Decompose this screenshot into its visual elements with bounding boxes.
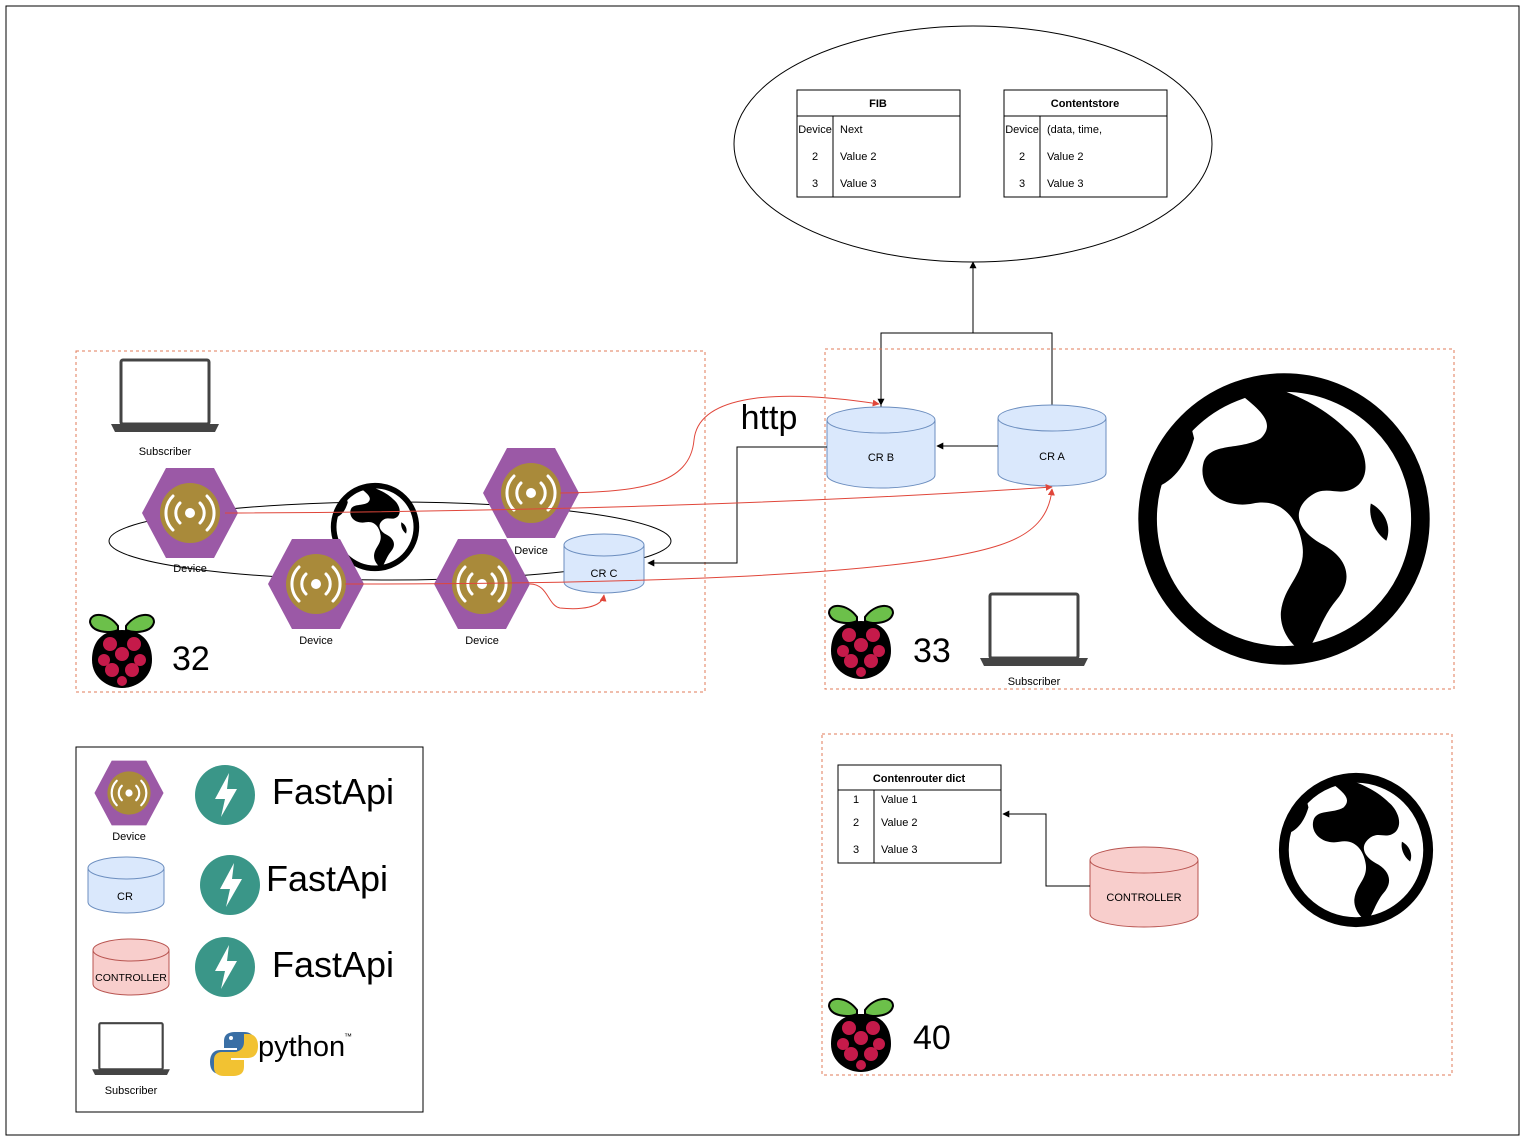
contentstore-title: Contentstore: [1051, 98, 1119, 110]
contentrouter-row-key: 1: [853, 794, 859, 806]
contentstore-row-key: Device: [1005, 124, 1039, 136]
crb-to-crc-arrow: [647, 446, 827, 567]
fib-row-value: Next: [840, 124, 863, 136]
subscriber-label: Subscriber: [139, 446, 192, 458]
laptop-icon: [91, 1022, 171, 1077]
node-32-number: 32: [172, 640, 210, 678]
contentstore-row-key: 3: [1019, 178, 1025, 190]
fastapi-icon: [200, 855, 260, 915]
device-to-cra-link-2: [344, 488, 1055, 585]
legend-fastapi-label: FastApi: [266, 858, 388, 899]
fib-title: FIB: [869, 98, 887, 110]
contentstore-table: Contentstore Device (data, time, 2 Value…: [1003, 89, 1168, 198]
controller-label: CONTROLLER: [1106, 892, 1181, 904]
node-32-region: [75, 350, 706, 693]
cr-b-label: CR B: [868, 452, 894, 464]
http-label: http: [741, 399, 798, 437]
legend-cr-label: CR: [117, 891, 133, 903]
cr-c-cylinder: [563, 533, 645, 594]
cr-a-cylinder: [997, 404, 1107, 487]
contentrouter-row-value: Value 1: [881, 794, 918, 806]
fastapi-icon: [195, 937, 255, 997]
cr-to-storage-connector: [880, 332, 1053, 407]
node-40-region: [821, 733, 1453, 1076]
cr-b-cylinder: [826, 406, 936, 489]
fib-row-key: Device: [798, 124, 832, 136]
legend-device-label: Device: [112, 831, 146, 843]
legend-controller-cylinder: [92, 938, 170, 996]
node-33-region: [824, 348, 1455, 690]
legend-controller-label: CONTROLLER: [95, 972, 167, 984]
outer-frame: [5, 5, 1520, 1136]
python-icon: [210, 1032, 258, 1076]
device-label: Device: [299, 635, 333, 647]
fib-table: FIB Device Next 2 Value 2 3 Value 3: [796, 89, 961, 198]
contentrouter-table: Contenrouter dict 1 Value 1 2 Value 2 3 …: [837, 764, 1002, 864]
legend-fastapi-label: FastApi: [272, 944, 394, 985]
controller-to-table-arrow: [1002, 810, 1090, 887]
device-to-cra-link: [224, 483, 1053, 514]
contentstore-row-value: Value 3: [1047, 178, 1084, 190]
laptop-icon: [978, 592, 1090, 668]
globe-icon: [1284, 778, 1428, 922]
node-40-number: 40: [913, 1019, 951, 1057]
device-to-crb-link: [559, 395, 880, 494]
contentrouter-row-key: 3: [853, 844, 859, 856]
globe-icon: [1148, 383, 1421, 656]
device-label: Device: [173, 563, 207, 575]
raspberry-pi-icon: [89, 613, 155, 689]
fib-row-key: 2: [812, 151, 818, 163]
laptop-icon: [109, 358, 221, 434]
node-33-number: 33: [913, 632, 951, 670]
contentrouter-title: Contenrouter dict: [873, 773, 966, 785]
legend-fastapi-label: FastApi: [272, 771, 394, 812]
fib-row-key: 3: [812, 178, 818, 190]
controller-cylinder: [1089, 846, 1199, 928]
raspberry-pi-icon: [828, 604, 894, 680]
cr-a-label: CR A: [1039, 451, 1065, 463]
device-to-crc-link: [529, 583, 607, 610]
device-label: Device: [514, 545, 548, 557]
fib-row-value: Value 2: [840, 151, 877, 163]
contentrouter-row-value: Value 3: [881, 844, 918, 856]
subscriber-label: Subscriber: [1008, 676, 1061, 688]
broadcast-icon: [140, 466, 240, 560]
python-label: python: [258, 1031, 345, 1063]
python-trademark: ™: [344, 1032, 352, 1041]
legend-subscriber-label: Subscriber: [105, 1085, 158, 1097]
contentrouter-row-key: 2: [853, 817, 859, 829]
cr-c-label: CR C: [591, 568, 618, 580]
legend-cr-cylinder: [87, 856, 165, 914]
contentrouter-row-value: Value 2: [881, 817, 918, 829]
raspberry-pi-icon: [828, 997, 894, 1073]
device-label: Device: [465, 635, 499, 647]
contentstore-row-key: 2: [1019, 151, 1025, 163]
contentstore-row-value: Value 2: [1047, 151, 1084, 163]
fib-row-value: Value 3: [840, 178, 877, 190]
contentstore-row-value: (data, time,: [1047, 124, 1102, 136]
fastapi-icon: [195, 765, 255, 825]
